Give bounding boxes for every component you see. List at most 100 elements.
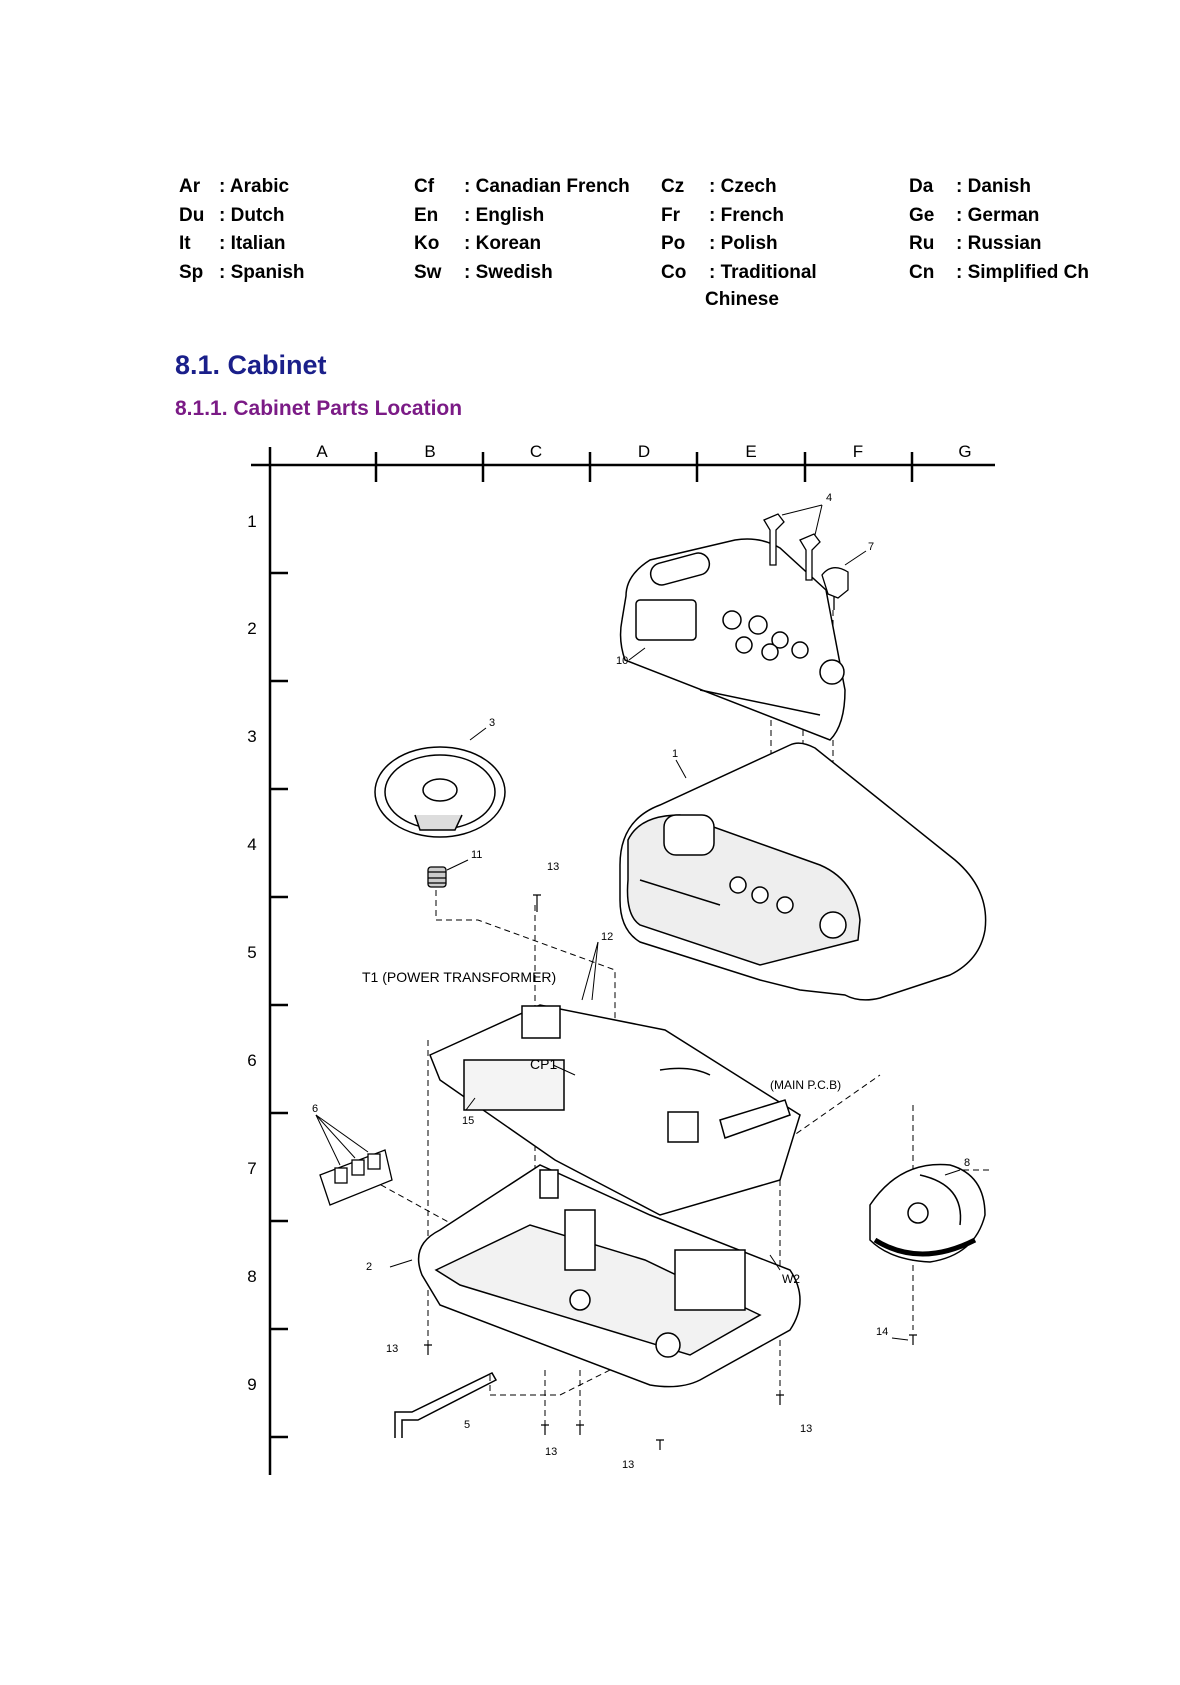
language-code: En	[414, 205, 439, 226]
language-name: : German	[956, 205, 1040, 226]
legend-item: Fr : French	[661, 205, 784, 227]
grid-row-label: 8	[247, 1267, 256, 1286]
legend-item: Ar : Arabic	[179, 176, 289, 198]
language-code: Ru	[909, 233, 935, 254]
language-name-continued: Chinese	[705, 289, 779, 310]
language-code: Co	[661, 262, 687, 283]
language-name: : Czech	[709, 176, 777, 197]
language-code: Du	[179, 205, 205, 226]
grid-row-label: 9	[247, 1375, 256, 1394]
grid-frame	[251, 447, 995, 1475]
grid-row-label: 4	[247, 835, 256, 854]
language-code: Sp	[179, 262, 204, 283]
legend-item: Cz : Czech	[661, 176, 777, 198]
legend-item: Sw : Swedish	[414, 262, 553, 284]
cabinet-part	[619, 742, 987, 1001]
spring-part	[427, 866, 447, 888]
part-number-label: 13	[386, 1343, 398, 1355]
subsection-title: 8.1.1. Cabinet Parts Location	[175, 397, 463, 420]
language-code: Po	[661, 233, 686, 254]
language-name: : Italian	[219, 233, 286, 254]
language-name: : Swedish	[464, 262, 553, 283]
language-name: : English	[464, 205, 545, 226]
language-code: Da	[909, 176, 934, 197]
main-pcb-part	[429, 1004, 801, 1216]
dial-part	[869, 1163, 986, 1263]
switch-knob-part	[319, 1149, 393, 1206]
part-number-label: 4	[826, 492, 832, 504]
language-code: Ar	[179, 176, 201, 197]
language-code: Ge	[909, 205, 935, 226]
language-code: Sw	[414, 262, 442, 283]
language-name: : French	[709, 205, 784, 226]
language-name: : Arabic	[219, 176, 290, 197]
part-number-label: 11	[471, 849, 482, 861]
section-title: 8.1. Cabinet	[175, 350, 327, 380]
legend-item: Ge : German	[909, 205, 1039, 227]
legend-item: Ko : Korean	[414, 233, 541, 255]
part-number-label: 7	[868, 541, 874, 553]
front-panel-part	[619, 538, 846, 741]
language-name: : Spanish	[219, 262, 305, 283]
part-number-label: 5	[464, 1419, 470, 1431]
language-name: : Traditional	[709, 262, 817, 283]
language-name: : Canadian French	[464, 176, 630, 197]
cp1-label: CP1	[530, 1056, 557, 1072]
grid-row-label: 3	[247, 727, 256, 746]
bottom-case-part	[417, 1164, 801, 1388]
legend-item: Ru : Russian	[909, 233, 1042, 255]
grid-row-label: 2	[247, 619, 256, 638]
language-code: Fr	[661, 205, 680, 226]
part-number-label: 12	[601, 931, 613, 943]
language-code: Cz	[661, 176, 685, 197]
part-number-label: 13	[547, 861, 559, 873]
language-name: : Simplified Ch	[956, 262, 1089, 283]
language-name: : Danish	[956, 176, 1031, 197]
legend-item: Cf : Canadian French	[414, 176, 630, 198]
part-number-label: 8	[964, 1157, 970, 1169]
language-name: : Dutch	[219, 205, 285, 226]
grid-row-label: 5	[247, 943, 256, 962]
legend-item: Da : Danish	[909, 176, 1031, 198]
part-number-label: 6	[312, 1103, 318, 1115]
part-number-label: 15	[462, 1115, 474, 1127]
language-name: : Polish	[709, 233, 778, 254]
grid-row-label: 6	[247, 1051, 256, 1070]
legend-item: Cn : Simplified Ch	[909, 262, 1089, 284]
grid-column-label: B	[424, 442, 435, 461]
legend-item: Co : Traditional Chinese	[661, 262, 817, 310]
screw-parts	[424, 894, 917, 1450]
main-pcb-label: (MAIN P.C.B)	[770, 1078, 841, 1092]
language-code: Cn	[909, 262, 935, 283]
part-number-label: 3	[489, 717, 495, 729]
language-code: It	[179, 233, 191, 254]
part-number-label: 14	[876, 1326, 888, 1338]
language-name: : Russian	[956, 233, 1042, 254]
legend-item: Po : Polish	[661, 233, 778, 255]
part-number-label: 13	[545, 1446, 557, 1458]
speaker-part	[374, 746, 506, 838]
knob-parts	[763, 513, 849, 610]
part-number-label: 10	[616, 655, 628, 667]
part-number-label: 13	[622, 1459, 634, 1471]
part-number-label: 1	[672, 748, 678, 760]
grid-row-label: 7	[247, 1159, 256, 1178]
lever-part	[394, 1372, 498, 1438]
part-number-label: 13	[800, 1423, 812, 1435]
leader-lines	[315, 504, 961, 1341]
legend-item: Sp : Spanish	[179, 262, 305, 284]
grid-column-label: G	[958, 442, 971, 461]
language-code: Cf	[414, 176, 435, 197]
language-name: : Korean	[464, 233, 542, 254]
legend-item: It : Italian	[179, 233, 286, 255]
legend-item: En : English	[414, 205, 544, 227]
w2-label: W2	[782, 1272, 800, 1286]
language-code: Ko	[414, 233, 440, 254]
legend-item: Du : Dutch	[179, 205, 284, 227]
language-legend: Ar : Arabic Cf : Canadian French Cz : Cz…	[179, 176, 1179, 316]
part-number-label: 2	[366, 1261, 372, 1273]
grid-column-label: F	[853, 442, 863, 461]
grid-column-label: D	[638, 442, 650, 461]
transformer-label: T1 (POWER TRANSFORMER)	[362, 969, 556, 985]
